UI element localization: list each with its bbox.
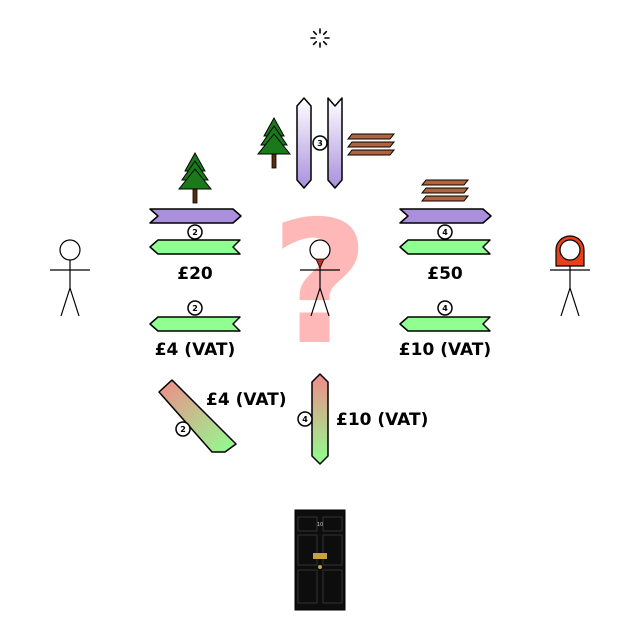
vertical-label: £10 (VAT) — [336, 410, 428, 430]
pine-tree-icon-left — [177, 151, 213, 204]
vertical-flow-arrow — [311, 373, 329, 465]
vertical-count-badge: 4 — [297, 411, 313, 427]
wood-planks-icon-top — [346, 133, 396, 156]
pine-tree-icon-top — [256, 116, 292, 169]
left-count: 2 — [192, 228, 198, 237]
left-tax-green-arrow — [149, 316, 241, 332]
left-tax-count: 2 — [192, 304, 198, 313]
left-price-label: £20 — [177, 264, 213, 284]
diagonal-label: £4 (VAT) — [206, 390, 287, 410]
top-count: 3 — [317, 139, 323, 148]
left-green-arrow — [149, 239, 241, 255]
diagonal-flow-arrow — [158, 379, 237, 453]
sparkle-icon — [310, 28, 330, 48]
door-number: 10 — [317, 522, 323, 528]
right-tax-green-arrow — [399, 316, 491, 332]
right-count: 4 — [442, 228, 448, 237]
stick-figure-icon-left — [50, 239, 90, 317]
stick-figure-icon-center — [300, 239, 340, 317]
top-count-badge: 3 — [312, 135, 328, 151]
right-count-badge: 4 — [437, 224, 453, 240]
top-purple-arrow-left — [296, 97, 312, 189]
stick-figure-icon-right — [550, 235, 590, 317]
front-door-icon: 10 — [294, 509, 346, 611]
right-tax-label: £10 (VAT) — [399, 340, 491, 360]
right-tax-count-badge: 4 — [437, 300, 453, 316]
left-count-badge: 2 — [187, 224, 203, 240]
left-purple-arrow — [149, 208, 242, 224]
diagonal-count-badge: 2 — [175, 421, 191, 437]
left-tax-label: £4 (VAT) — [155, 340, 236, 360]
right-purple-arrow — [399, 208, 492, 224]
right-green-arrow — [399, 239, 491, 255]
vertical-count: 4 — [302, 415, 308, 424]
diagonal-count: 2 — [180, 425, 186, 434]
right-tax-count: 4 — [442, 304, 448, 313]
wood-planks-icon-right — [420, 179, 470, 202]
top-purple-arrow-right — [327, 97, 343, 189]
right-price-label: £50 — [427, 264, 463, 284]
left-tax-count-badge: 2 — [187, 300, 203, 316]
